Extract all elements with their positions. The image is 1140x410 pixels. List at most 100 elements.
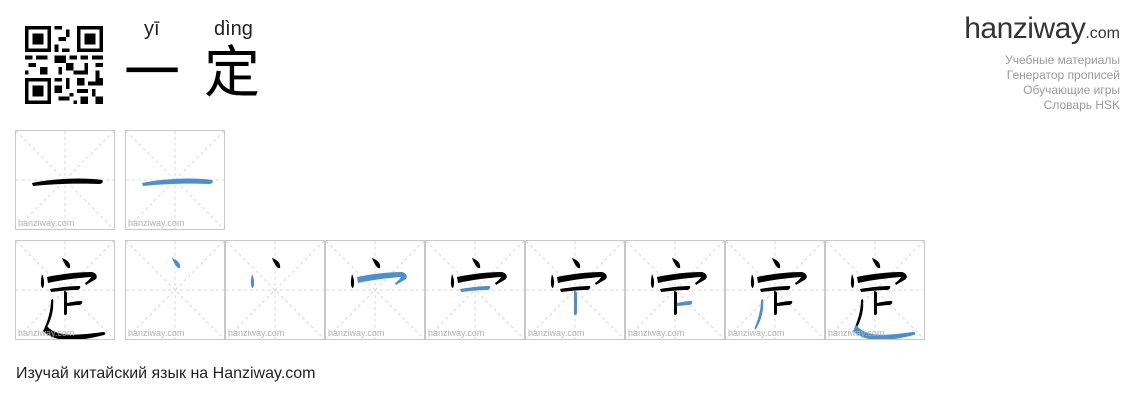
grid-guide-line bbox=[526, 241, 624, 339]
stroke-cell-yi-step-1: hanziway.com bbox=[125, 130, 225, 230]
watermark-text: hanziway.com bbox=[628, 328, 685, 338]
watermark-text: hanziway.com bbox=[728, 328, 785, 338]
hanzi-ding: 定 bbox=[204, 41, 260, 106]
grid-guide-line bbox=[16, 131, 114, 229]
stroke-1 bbox=[572, 258, 581, 269]
stroke-4 bbox=[760, 286, 791, 292]
stroke-6 bbox=[877, 301, 893, 306]
grid-guide-line bbox=[826, 241, 924, 339]
stroke-2 bbox=[750, 274, 755, 288]
stroke-3 bbox=[657, 272, 707, 285]
grid-guide-line bbox=[326, 241, 424, 339]
watermark-text: hanziway.com bbox=[128, 328, 185, 338]
stroke-cell-ding-step-6: hanziway.com bbox=[625, 240, 725, 340]
stroke-cell-ding-step-1: hanziway.com bbox=[125, 240, 225, 340]
stroke-4 bbox=[460, 286, 491, 292]
stroke-2 bbox=[650, 274, 655, 288]
grid-guide-line bbox=[626, 241, 724, 339]
stroke-cell-ding-step-3: hanziway.com bbox=[325, 240, 425, 340]
grid-guide-line bbox=[626, 241, 724, 339]
stroke-diagram bbox=[16, 241, 114, 339]
stroke-1 bbox=[472, 258, 481, 269]
stroke-cell-ding-step-4: hanziway.com bbox=[425, 240, 525, 340]
menu-link-materials[interactable]: Учебные материалы bbox=[1005, 53, 1120, 67]
watermark-text: hanziway.com bbox=[18, 218, 75, 228]
watermark-text: hanziway.com bbox=[328, 328, 385, 338]
stroke-diagram bbox=[326, 241, 424, 339]
watermark-text: hanziway.com bbox=[528, 328, 585, 338]
stroke-diagram bbox=[526, 241, 624, 339]
stroke-2 bbox=[850, 274, 855, 288]
stroke-4 bbox=[560, 286, 591, 292]
stroke-5 bbox=[874, 291, 877, 316]
watermark-text: hanziway.com bbox=[128, 218, 185, 228]
stroke-6 bbox=[777, 301, 793, 306]
stroke-diagram bbox=[626, 241, 724, 339]
stroke-3 bbox=[457, 272, 507, 285]
stroke-8 bbox=[43, 325, 106, 339]
hanzi-yi: 一 bbox=[124, 41, 180, 106]
stroke-2 bbox=[450, 274, 455, 288]
grid-guide-line bbox=[16, 131, 114, 229]
grid-guide-line bbox=[126, 131, 224, 229]
watermark-text: hanziway.com bbox=[428, 328, 485, 338]
menu-link-hsk[interactable]: Словарь HSK bbox=[1043, 98, 1120, 112]
stroke-cell-ding-step-2: hanziway.com bbox=[225, 240, 325, 340]
stroke-3 bbox=[357, 272, 407, 285]
grid-guide-line bbox=[16, 241, 114, 339]
footer-text: Изучай китайский язык на Hanziway.com bbox=[16, 365, 316, 382]
stroke-2 bbox=[350, 274, 355, 288]
stroke-6 bbox=[67, 301, 83, 306]
stroke-1 bbox=[32, 178, 103, 186]
stroke-4 bbox=[860, 286, 891, 292]
stroke-4 bbox=[660, 286, 691, 292]
grid-guide-line bbox=[126, 241, 224, 339]
qr-code-icon bbox=[25, 26, 103, 104]
site-logo[interactable]: hanziway.com bbox=[964, 12, 1120, 46]
stroke-1 bbox=[372, 258, 381, 269]
watermark-text: hanziway.com bbox=[228, 328, 285, 338]
stroke-7 bbox=[854, 299, 864, 330]
stroke-3 bbox=[857, 272, 907, 285]
menu-link-games[interactable]: Обучающие игры bbox=[1023, 83, 1120, 97]
stroke-1 bbox=[772, 258, 781, 269]
stroke-diagram bbox=[726, 241, 824, 339]
stroke-1 bbox=[172, 258, 181, 269]
pinyin-ding: dìng bbox=[214, 18, 253, 40]
logo-text: hanziway bbox=[964, 12, 1086, 45]
stroke-cell-yi-full: hanziway.com bbox=[15, 130, 115, 230]
stroke-2 bbox=[250, 274, 255, 288]
stroke-diagram bbox=[16, 131, 114, 229]
stroke-6 bbox=[677, 301, 693, 306]
grid-guide-line bbox=[726, 241, 824, 339]
stroke-5 bbox=[574, 291, 577, 316]
stroke-diagram bbox=[226, 241, 324, 339]
menu-link-generator[interactable]: Генератор прописей bbox=[1006, 68, 1120, 82]
grid-guide-line bbox=[826, 241, 924, 339]
stroke-cell-ding-step-8: hanziway.com bbox=[825, 240, 925, 340]
stroke-cell-ding-full: hanziway.com bbox=[15, 240, 115, 340]
stroke-1 bbox=[672, 258, 681, 269]
watermark-text: hanziway.com bbox=[18, 328, 75, 338]
stroke-1 bbox=[142, 178, 213, 186]
stroke-8 bbox=[853, 325, 916, 339]
stroke-3 bbox=[557, 272, 607, 285]
stroke-7 bbox=[44, 299, 54, 330]
stroke-cell-ding-step-7: hanziway.com bbox=[725, 240, 825, 340]
stroke-diagram bbox=[126, 241, 224, 339]
stroke-1 bbox=[62, 258, 71, 269]
stroke-diagram bbox=[826, 241, 924, 339]
stroke-5 bbox=[674, 291, 677, 316]
stroke-5 bbox=[64, 291, 67, 316]
grid-guide-line bbox=[226, 241, 324, 339]
watermark-text: hanziway.com bbox=[828, 328, 885, 338]
stroke-1 bbox=[872, 258, 881, 269]
grid-guide-line bbox=[226, 241, 324, 339]
grid-guide-line bbox=[526, 241, 624, 339]
grid-guide-line bbox=[426, 241, 524, 339]
stroke-7 bbox=[754, 299, 764, 330]
stroke-5 bbox=[774, 291, 777, 316]
grid-guide-line bbox=[126, 131, 224, 229]
stroke-diagram bbox=[126, 131, 224, 229]
stroke-4 bbox=[50, 286, 81, 292]
